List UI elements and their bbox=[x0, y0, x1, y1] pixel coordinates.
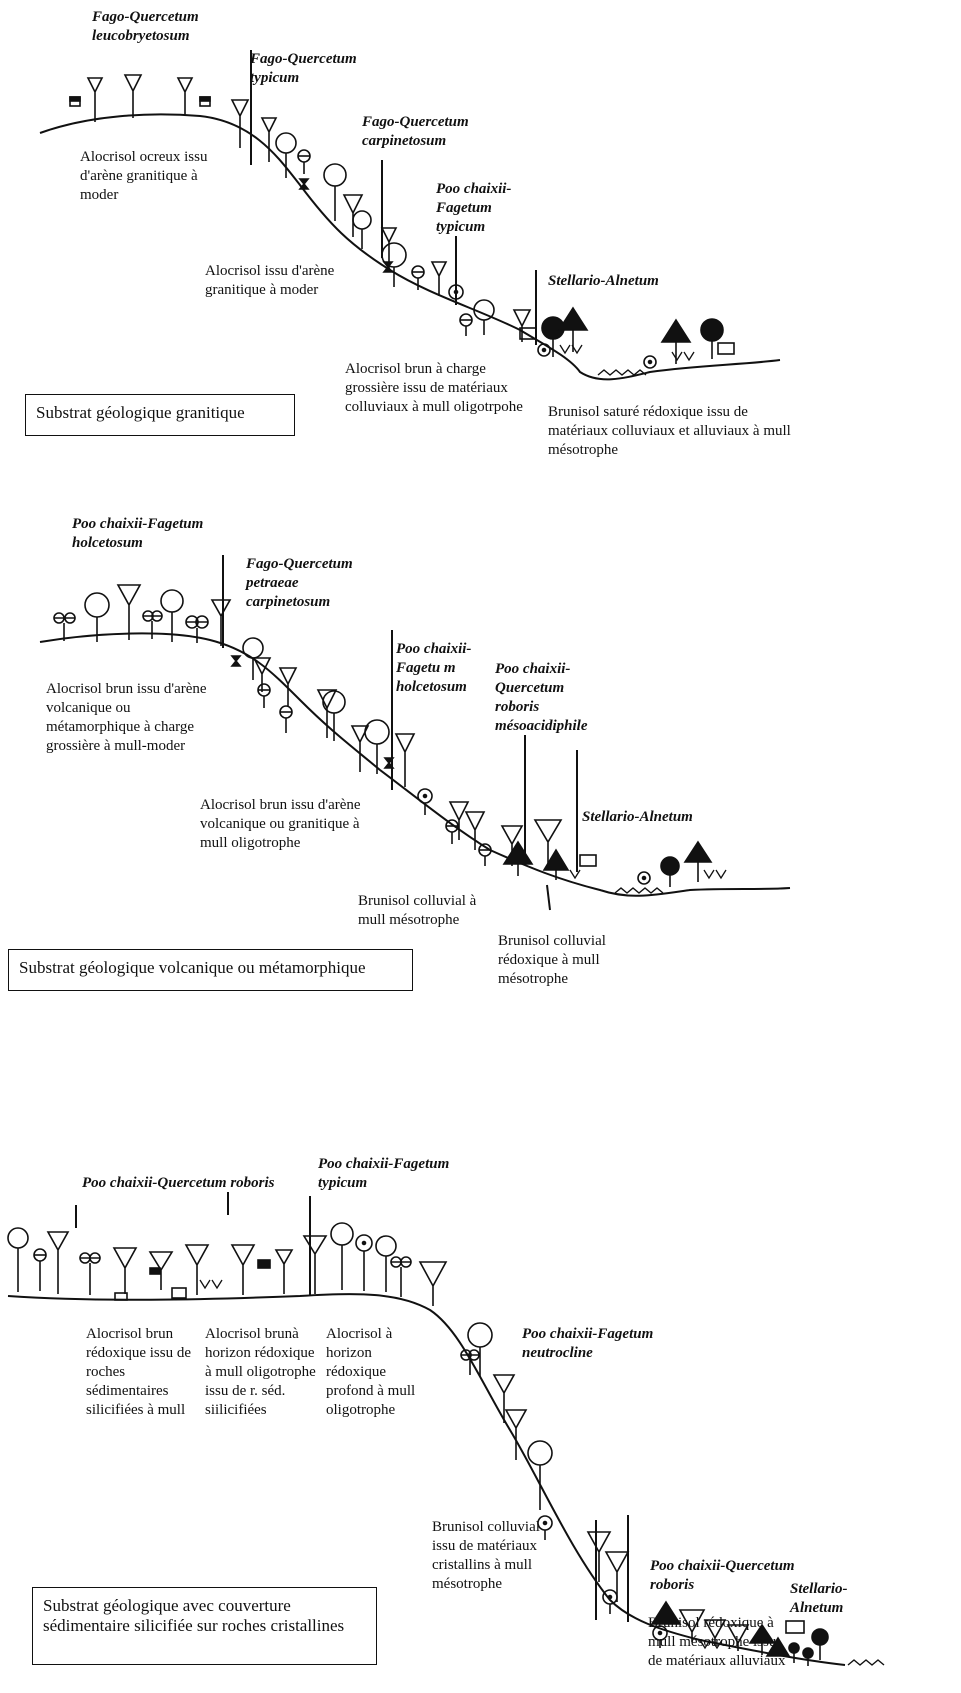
association-label: Fago-Quercetum carpinetosum bbox=[362, 113, 482, 151]
association-label: Fago-Quercetum leucobryetosum bbox=[92, 8, 262, 46]
soil-label: Brunisol colluvial à mull mésotrophe bbox=[358, 892, 478, 930]
substrate-box: Substrat géologique volcanique ou métamo… bbox=[8, 949, 413, 991]
soil-label: Alocrisol brun issu d'arène volcanique o… bbox=[200, 796, 380, 853]
soil-label: Brunisol rédoxique à mull mésotrophe iss… bbox=[648, 1614, 793, 1671]
association-label: Poo chaixii-Fagetu m holcetosum bbox=[396, 640, 486, 697]
soil-label: Alocrisol issu d'arène granitique à mode… bbox=[205, 262, 345, 300]
substrate-box: Substrat géologique granitique bbox=[25, 394, 295, 436]
soil-label: Alocrisol ocreux issu d'arène granitique… bbox=[80, 148, 230, 205]
association-label: Poo chaixii-Fagetum holcetosum bbox=[72, 515, 222, 553]
association-label: Fago-Quercetum typicum bbox=[250, 50, 380, 88]
soil-label: Alocrisol brun à charge grossière issu d… bbox=[345, 360, 535, 417]
association-label: Poo chaixii-Quercetum roboris bbox=[82, 1174, 275, 1193]
substrate-box: Substrat géologique avec couverture sédi… bbox=[32, 1587, 377, 1665]
soil-label: Alocrisol à horizon rédoxique profond à … bbox=[326, 1325, 426, 1420]
association-label: Poo chaixii-Fagetum neutrocline bbox=[522, 1325, 692, 1363]
association-label: Poo chaixii-Quercetum roboris mésoacidip… bbox=[495, 660, 605, 736]
soil-label: Brunisol colluvial issu de matériaux cri… bbox=[432, 1518, 552, 1594]
soil-label: Alocrisol brunà horizon rédoxique à mull… bbox=[205, 1325, 317, 1420]
soil-label: Alocrisol brun issu d'arène volcanique o… bbox=[46, 680, 226, 756]
association-label: Stellario-Alnetum bbox=[582, 808, 693, 827]
water-wave-2 bbox=[615, 888, 663, 893]
water-wave-3 bbox=[848, 1660, 884, 1665]
soil-label: Brunisol saturé rédoxique issu de matéri… bbox=[548, 403, 798, 460]
association-label: Poo chaixii-Fagetum typicum bbox=[436, 180, 536, 237]
association-label: Poo chaixii-Fagetum typicum bbox=[318, 1155, 468, 1193]
soil-label: Brunisol colluvial rédoxique à mull méso… bbox=[498, 932, 608, 989]
association-label: Stellario- Alnetum bbox=[790, 1580, 860, 1618]
association-label: Fago-Quercetum petraeae carpinetosum bbox=[246, 555, 366, 612]
association-label: Stellario-Alnetum bbox=[548, 272, 659, 291]
soil-label: Alocrisol brun rédoxique issu de roches … bbox=[86, 1325, 191, 1420]
